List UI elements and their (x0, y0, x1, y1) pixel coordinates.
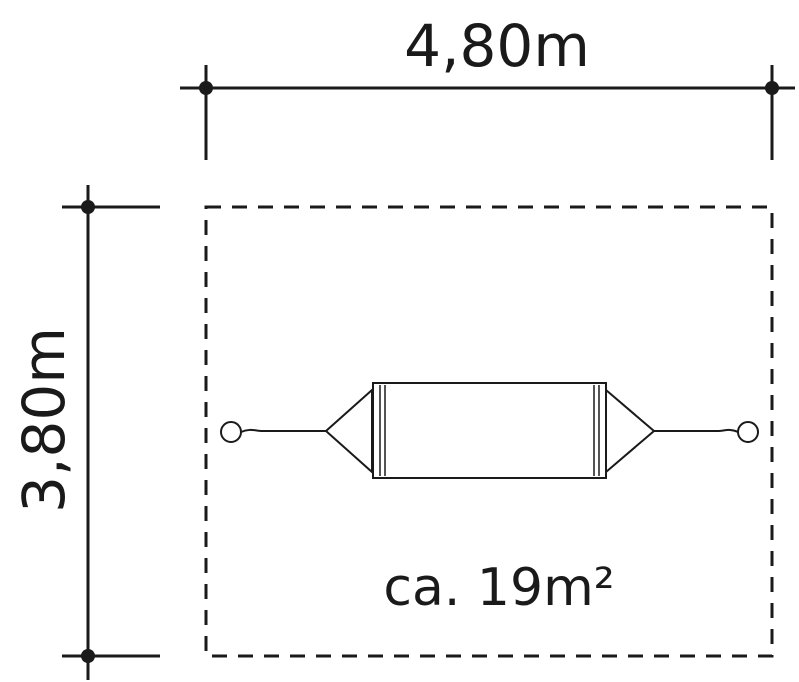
depth-dimension-node-top (81, 200, 95, 214)
spreader-right (605, 387, 656, 475)
rope-right (654, 428, 739, 433)
anchor-point-left (220, 421, 242, 443)
spreader-left (324, 387, 373, 475)
depth-dimension-node-bottom (81, 649, 95, 663)
width-dimension (180, 65, 795, 160)
anchor-point-right (737, 421, 759, 443)
width-label: 4,80m (404, 12, 590, 80)
hammock-equipment (220, 382, 759, 479)
depth-dimension (62, 185, 160, 680)
area-label: ca. 19m² (383, 558, 614, 618)
depth-label: 3,80m (10, 327, 78, 513)
hammock-bed (372, 382, 607, 479)
width-dimension-node-right (765, 81, 779, 95)
width-dimension-node-left (199, 81, 213, 95)
rope-left (240, 428, 326, 433)
safety-area-boundary (204, 205, 774, 658)
